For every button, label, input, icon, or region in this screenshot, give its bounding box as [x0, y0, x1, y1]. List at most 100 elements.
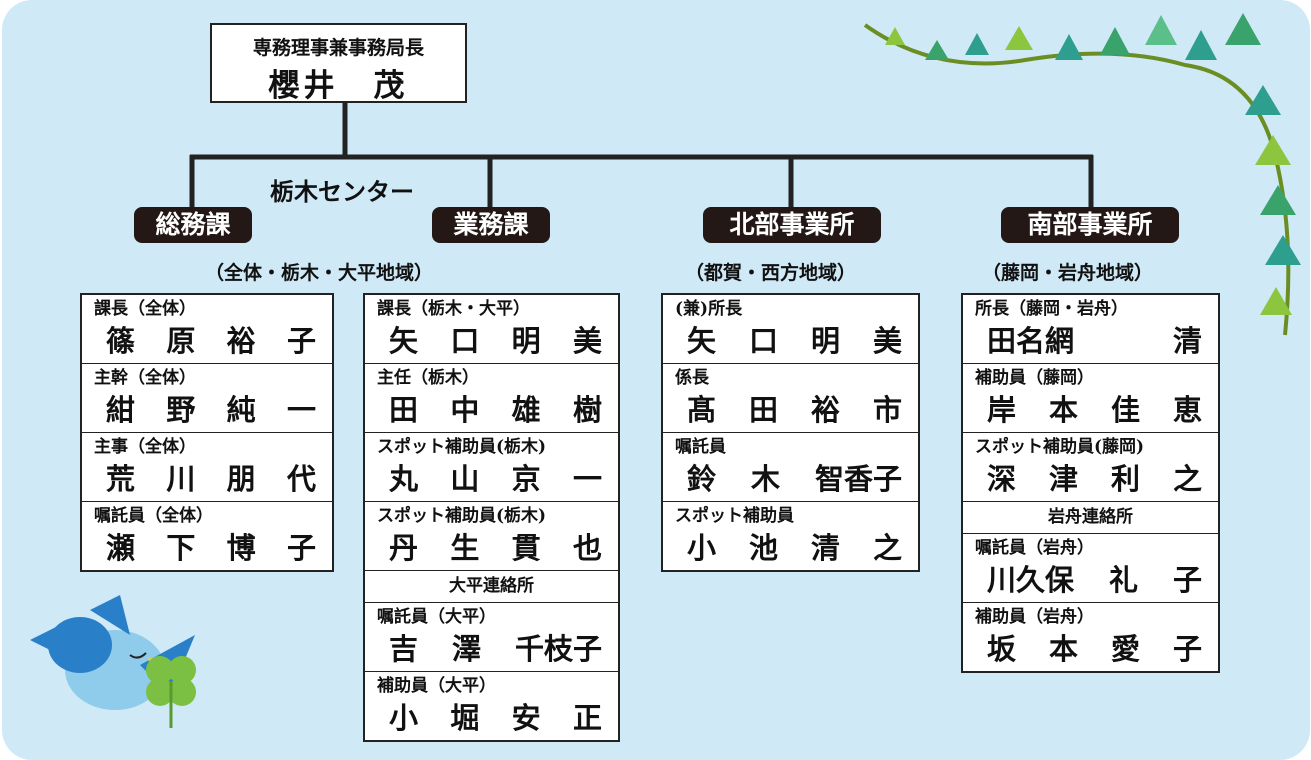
- staff-name-part: 礼: [1108, 563, 1138, 597]
- director-name: 櫻井 茂: [268, 68, 409, 104]
- staff-cell: 嘱託員鈴木智香子: [663, 433, 918, 502]
- staff-name: 矢口明美: [675, 321, 906, 363]
- staff-role: 嘱託員（岩舟）: [975, 538, 1094, 558]
- staff-name-part: 中: [450, 393, 480, 427]
- staff-name-part: 利: [1110, 462, 1140, 496]
- staff-role: 補助員（岩舟）: [975, 607, 1094, 627]
- staff-cell: スポット補助員小池清之: [663, 502, 918, 570]
- staff-name-part: 子: [286, 531, 316, 565]
- staff-name-part: 木: [750, 462, 780, 496]
- staff-name: 岸本佳恵: [975, 390, 1206, 432]
- clover-icon: [146, 656, 196, 728]
- staff-role: スポット補助員: [675, 506, 794, 526]
- staff-name-part: 野: [166, 393, 196, 427]
- area-nanbu: （藤岡・岩舟地域）: [982, 262, 1154, 284]
- staff-name-part: 明: [511, 324, 541, 358]
- director-box: 専務理事兼事務局長 櫻井 茂: [210, 23, 467, 104]
- staff-role: 主任（栃木）: [377, 368, 479, 388]
- staff-name-part: 純: [226, 393, 256, 427]
- director-role: 専務理事兼事務局長: [252, 37, 424, 59]
- staff-name-part: 千枝子: [514, 632, 602, 666]
- staff-name-part: 子: [1172, 632, 1202, 666]
- staff-name-part: 篠: [106, 324, 136, 358]
- staff-name-part: 田名網: [987, 324, 1075, 358]
- staff-name: 小池清之: [675, 528, 906, 570]
- staff-name-part: 髙: [687, 393, 717, 427]
- staff-role: スポット補助員(藤岡): [975, 437, 1145, 457]
- ivy-vine-icon: [863, 13, 1301, 336]
- staff-name-part: 矢: [687, 324, 717, 358]
- staff-cell: 主事（全体）荒川朋代: [82, 433, 332, 502]
- staff-name-part: 清: [1172, 324, 1202, 358]
- staff-name: 鈴木智香子: [675, 459, 906, 501]
- staff-name-part: 小: [687, 531, 717, 565]
- branch-office-title: 大平連絡所: [365, 571, 618, 603]
- staff-name: 田名網 清: [975, 321, 1206, 363]
- staff-name-part: 深: [987, 462, 1017, 496]
- dept-soumu-label: 総務課: [134, 207, 252, 243]
- staff-role: (兼)所長: [675, 299, 743, 319]
- staff-name: 丹生貫也: [377, 528, 606, 570]
- dept-gyomu-label: 業務課: [432, 207, 550, 243]
- staff-name-part: 田: [748, 393, 778, 427]
- area-shared: （全体・栃木・大平地域）: [205, 262, 434, 284]
- staff-cell: 嘱託員（全体）瀬下博子: [82, 502, 332, 570]
- hokubu-staff-table: (兼)所長矢口明美係長髙田裕市嘱託員鈴木智香子スポット補助員小池清之: [661, 293, 920, 572]
- staff-name-part: 子: [286, 324, 316, 358]
- staff-cell: スポット補助員(栃木)丸山京一: [365, 433, 618, 502]
- staff-name-part: 荒: [106, 462, 136, 496]
- staff-name-part: 佳: [1110, 393, 1140, 427]
- staff-name: 瀬下博子: [94, 528, 320, 570]
- staff-name: 荒川朋代: [94, 459, 320, 501]
- staff-cell: 主任（栃木）田中雄樹: [365, 364, 618, 433]
- staff-role: スポット補助員(栃木): [377, 506, 547, 526]
- staff-name-part: 貫: [511, 531, 541, 565]
- staff-name-part: 川: [166, 462, 196, 496]
- staff-name-part: 原: [166, 324, 196, 358]
- staff-name-part: 市: [872, 393, 902, 427]
- staff-name-part: 丸: [389, 462, 419, 496]
- staff-name: 田中雄樹: [377, 390, 606, 432]
- staff-name: 小堀安正: [377, 698, 606, 740]
- staff-role: 嘱託員（全体）: [94, 506, 213, 526]
- staff-cell: 係長髙田裕市: [663, 364, 918, 433]
- staff-name-part: 下: [166, 531, 196, 565]
- staff-role: 課長（全体）: [94, 299, 196, 319]
- staff-name-part: 一: [572, 462, 602, 496]
- staff-name: 丸山京一: [377, 459, 606, 501]
- gyomu-staff-table: 課長（栃木・大平）矢口明美主任（栃木）田中雄樹スポット補助員(栃木)丸山京一スポ…: [363, 293, 620, 742]
- staff-name: 坂本愛子: [975, 629, 1206, 671]
- staff-role: 主事（全体）: [94, 437, 196, 457]
- staff-name-part: 恵: [1172, 393, 1202, 427]
- staff-name-part: 美: [872, 324, 902, 358]
- staff-name-part: 代: [286, 462, 316, 496]
- staff-name-part: 樹: [572, 393, 602, 427]
- staff-name: 川久保礼子: [975, 560, 1206, 602]
- staff-name-part: 愛: [1110, 632, 1140, 666]
- staff-cell: 課長（全体） 篠原裕子: [82, 295, 332, 364]
- staff-name-part: 口: [450, 324, 480, 358]
- staff-role: 補助員（藤岡）: [975, 368, 1094, 388]
- staff-name-part: 本: [1048, 393, 1078, 427]
- staff-name-part: 田: [389, 393, 419, 427]
- staff-name-part: 智香子: [814, 462, 902, 496]
- staff-name-part: 雄: [511, 393, 541, 427]
- staff-name-part: 岸: [987, 393, 1017, 427]
- staff-name-part: 裕: [226, 324, 256, 358]
- staff-name-part: 之: [872, 531, 902, 565]
- staff-name-part: 京: [511, 462, 541, 496]
- staff-name-part: 澤: [451, 632, 481, 666]
- staff-role: スポット補助員(栃木): [377, 437, 547, 457]
- staff-name-part: 清: [810, 531, 840, 565]
- center-label: 栃木センター: [270, 177, 414, 206]
- staff-name-part: 紺: [106, 393, 136, 427]
- staff-name: 深津利之: [975, 459, 1206, 501]
- staff-cell: 補助員（大平）小堀安正: [365, 672, 618, 740]
- staff-name-part: 川久保: [987, 563, 1075, 597]
- staff-name-part: 池: [748, 531, 778, 565]
- staff-role: 嘱託員（大平）: [377, 607, 496, 627]
- staff-name-part: 堀: [450, 701, 480, 735]
- staff-name-part: 本: [1048, 632, 1078, 666]
